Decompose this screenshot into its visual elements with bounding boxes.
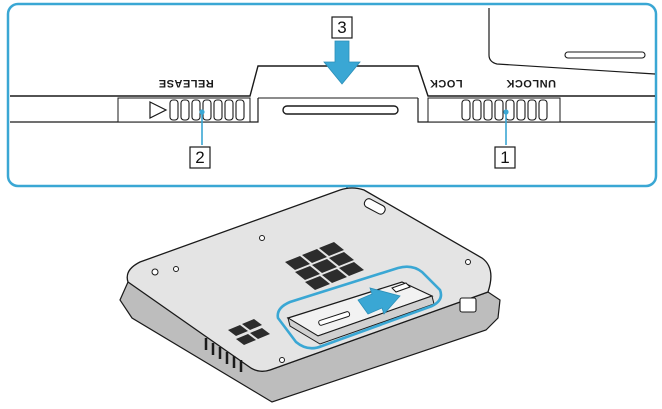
- callout-3: 3: [331, 16, 353, 39]
- lock-label: LOCK: [429, 77, 462, 89]
- battery-grip: [318, 311, 351, 326]
- callout-2-number: 2: [195, 148, 204, 167]
- screws: [151, 235, 471, 363]
- callout-1-number: 1: [500, 148, 509, 167]
- callout-1: 1: [494, 109, 516, 169]
- side-vent-fins: [204, 338, 243, 372]
- detail-panel-frame: [6, 2, 658, 188]
- vent-lower: [228, 319, 270, 345]
- latch-slot: [391, 282, 411, 293]
- corner-panel: [488, 8, 656, 75]
- release-label: RELEASE: [158, 77, 213, 89]
- battery-edge-lower: [10, 98, 655, 123]
- callout-2: 2: [189, 109, 211, 169]
- foot-right: [459, 297, 477, 313]
- unlock-label: UNLOCK: [506, 77, 556, 89]
- battery-grip-slot: [282, 105, 399, 115]
- corner-slot: [564, 51, 646, 59]
- detail-panel: RELEASE LOCK UNLOCK 3 2 1: [6, 2, 658, 188]
- laptop-bottom-cover: [126, 187, 492, 372]
- insert-direction-arrow: [323, 40, 361, 85]
- lock-switch: [427, 97, 561, 123]
- callout-3-number: 3: [337, 18, 346, 37]
- vent-upper: [285, 242, 364, 290]
- laptop-underside: [119, 187, 501, 403]
- battery-highlight: [276, 265, 443, 350]
- slide-direction-arrow: [357, 287, 401, 315]
- foot-rear: [363, 198, 386, 215]
- release-switch: [117, 97, 251, 123]
